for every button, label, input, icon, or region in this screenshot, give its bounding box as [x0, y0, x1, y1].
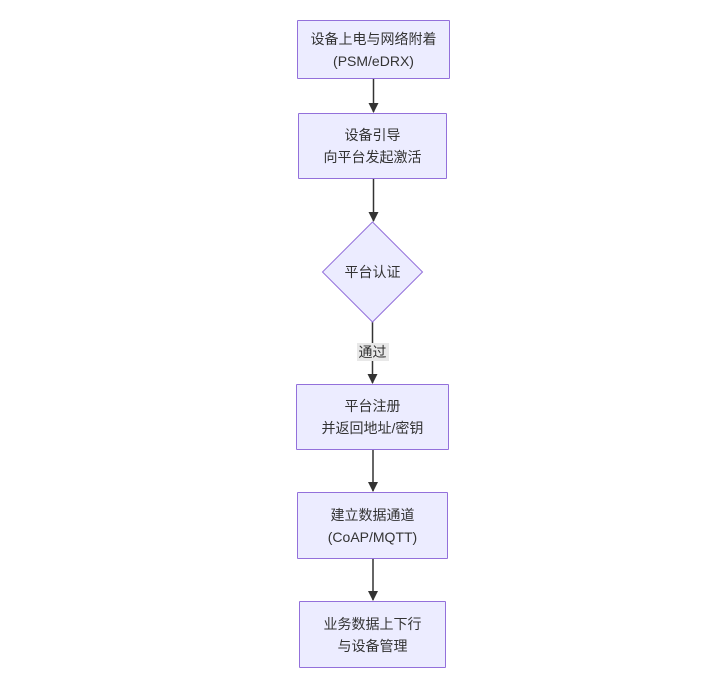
flow-node-business: 业务数据上下行 与设备管理 [299, 601, 446, 668]
flow-node-bootstrap: 设备引导 向平台发起激活 [298, 113, 447, 179]
flow-node-data-channel-label: 建立数据通道 (CoAP/MQTT) [327, 506, 418, 545]
flow-node-register-label: 平台注册 并返回地址/密钥 [321, 398, 424, 436]
flow-node-power-attach: 设备上电与网络附着 (PSM/eDRX) [297, 20, 450, 79]
flow-node-bootstrap-label: 设备引导 向平台发起激活 [323, 127, 422, 165]
flow-node-power-attach-label: 设备上电与网络附着 (PSM/eDRX) [310, 30, 437, 69]
edge-label-pass: 通过 [356, 343, 389, 361]
flow-node-register: 平台注册 并返回地址/密钥 [296, 384, 449, 450]
flow-node-business-label: 业务数据上下行 与设备管理 [323, 615, 422, 654]
decision-diamond-shape [321, 221, 424, 323]
flow-node-data-channel: 建立数据通道 (CoAP/MQTT) [297, 492, 448, 559]
